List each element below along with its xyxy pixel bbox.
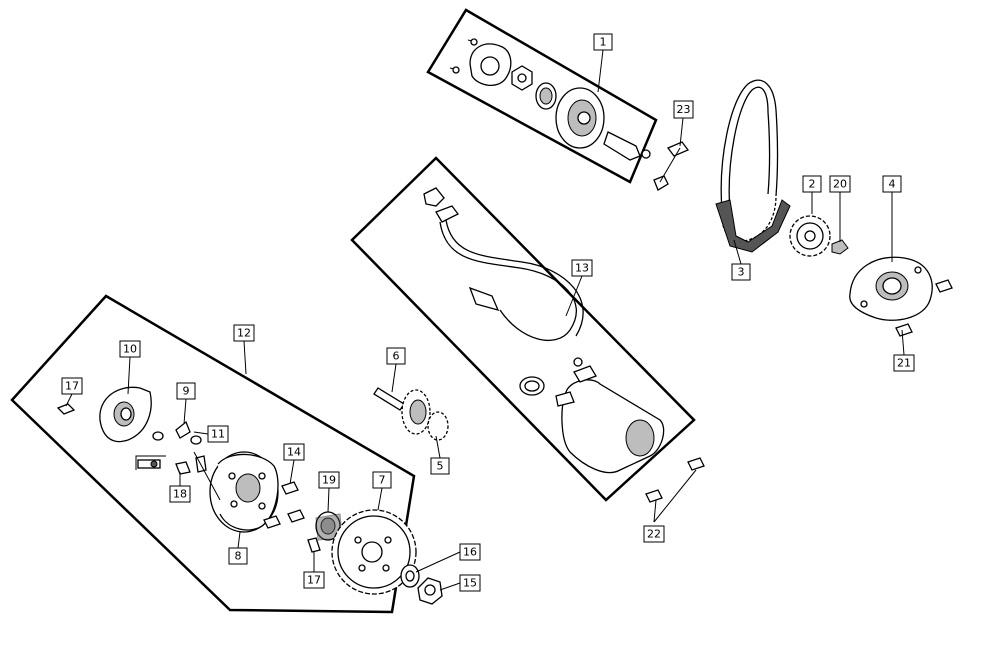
- svg-text:23: 23: [677, 103, 691, 116]
- callout-22: 22: [643, 525, 665, 543]
- callout-17-bottom: 17: [303, 571, 325, 589]
- svg-text:2: 2: [809, 178, 816, 191]
- cover-4: [849, 256, 933, 321]
- starter-motor: [519, 357, 665, 474]
- group-frame-1: [426, 8, 658, 184]
- svg-text:5: 5: [437, 460, 444, 473]
- callout-16: 16: [459, 543, 481, 561]
- gear-5: [401, 389, 449, 441]
- callout-19: 19: [318, 471, 340, 489]
- leader-lines: [65, 49, 905, 591]
- sprocket-2: [789, 215, 831, 257]
- svg-text:3: 3: [738, 266, 745, 279]
- callout-12: 12: [233, 324, 255, 342]
- screws-21: [895, 279, 953, 337]
- clip-17-lower: [307, 537, 321, 553]
- callout-13: 13: [571, 259, 593, 277]
- screw-23: [666, 141, 690, 157]
- svg-text:19: 19: [322, 474, 336, 487]
- callout-2: 2: [802, 175, 822, 193]
- callout-14: 14: [283, 443, 305, 461]
- bolt-20: [831, 239, 849, 255]
- callout-21: 21: [893, 354, 915, 372]
- svg-text:9: 9: [183, 385, 190, 398]
- callout-1: 1: [593, 33, 613, 51]
- callout-20: 20: [829, 175, 851, 193]
- callout-9: 9: [176, 382, 196, 400]
- clutch-body-8: [209, 451, 279, 533]
- cover-assembly-1: [449, 38, 669, 191]
- callout-8: 8: [228, 547, 248, 565]
- svg-text:6: 6: [393, 350, 400, 363]
- group-frame-13: [350, 156, 696, 502]
- callout-11: 11: [207, 425, 229, 443]
- callout-23: 23: [673, 100, 694, 119]
- svg-text:15: 15: [463, 577, 477, 590]
- svg-text:17: 17: [307, 574, 321, 587]
- callout-3: 3: [731, 263, 751, 281]
- nut-15: [417, 577, 443, 605]
- svg-text:18: 18: [173, 488, 187, 501]
- svg-text:16: 16: [463, 546, 477, 559]
- callout-5: 5: [430, 457, 450, 475]
- screws-22: [645, 457, 705, 503]
- svg-text:1: 1: [600, 36, 607, 49]
- svg-text:10: 10: [123, 343, 137, 356]
- svg-text:11: 11: [211, 428, 225, 441]
- bolts-14: [263, 481, 305, 529]
- callout-18: 18: [169, 485, 191, 503]
- callout-6: 6: [386, 347, 406, 365]
- svg-text:12: 12: [237, 327, 251, 340]
- callout-7: 7: [372, 471, 392, 489]
- callout-15: 15: [459, 574, 481, 592]
- clip-17: [56, 403, 76, 415]
- callout-4: 4: [882, 175, 902, 193]
- svg-text:14: 14: [287, 446, 301, 459]
- svg-text:4: 4: [889, 178, 896, 191]
- callout-10: 10: [119, 340, 141, 358]
- svg-text:8: 8: [235, 550, 242, 563]
- svg-text:17: 17: [65, 380, 79, 393]
- plate-10: [99, 386, 152, 443]
- rollers-springs: [135, 420, 207, 475]
- shaft-6: [373, 387, 405, 411]
- gear-7: [331, 509, 417, 595]
- svg-text:21: 21: [897, 357, 911, 370]
- starter-cable-13: [423, 187, 584, 341]
- svg-text:20: 20: [833, 178, 847, 191]
- cam-chain-3: [715, 79, 791, 253]
- svg-text:13: 13: [575, 262, 589, 275]
- svg-text:7: 7: [379, 474, 386, 487]
- callout-17-top: 17: [61, 377, 83, 395]
- svg-text:22: 22: [647, 528, 661, 541]
- washer-16: [400, 564, 420, 588]
